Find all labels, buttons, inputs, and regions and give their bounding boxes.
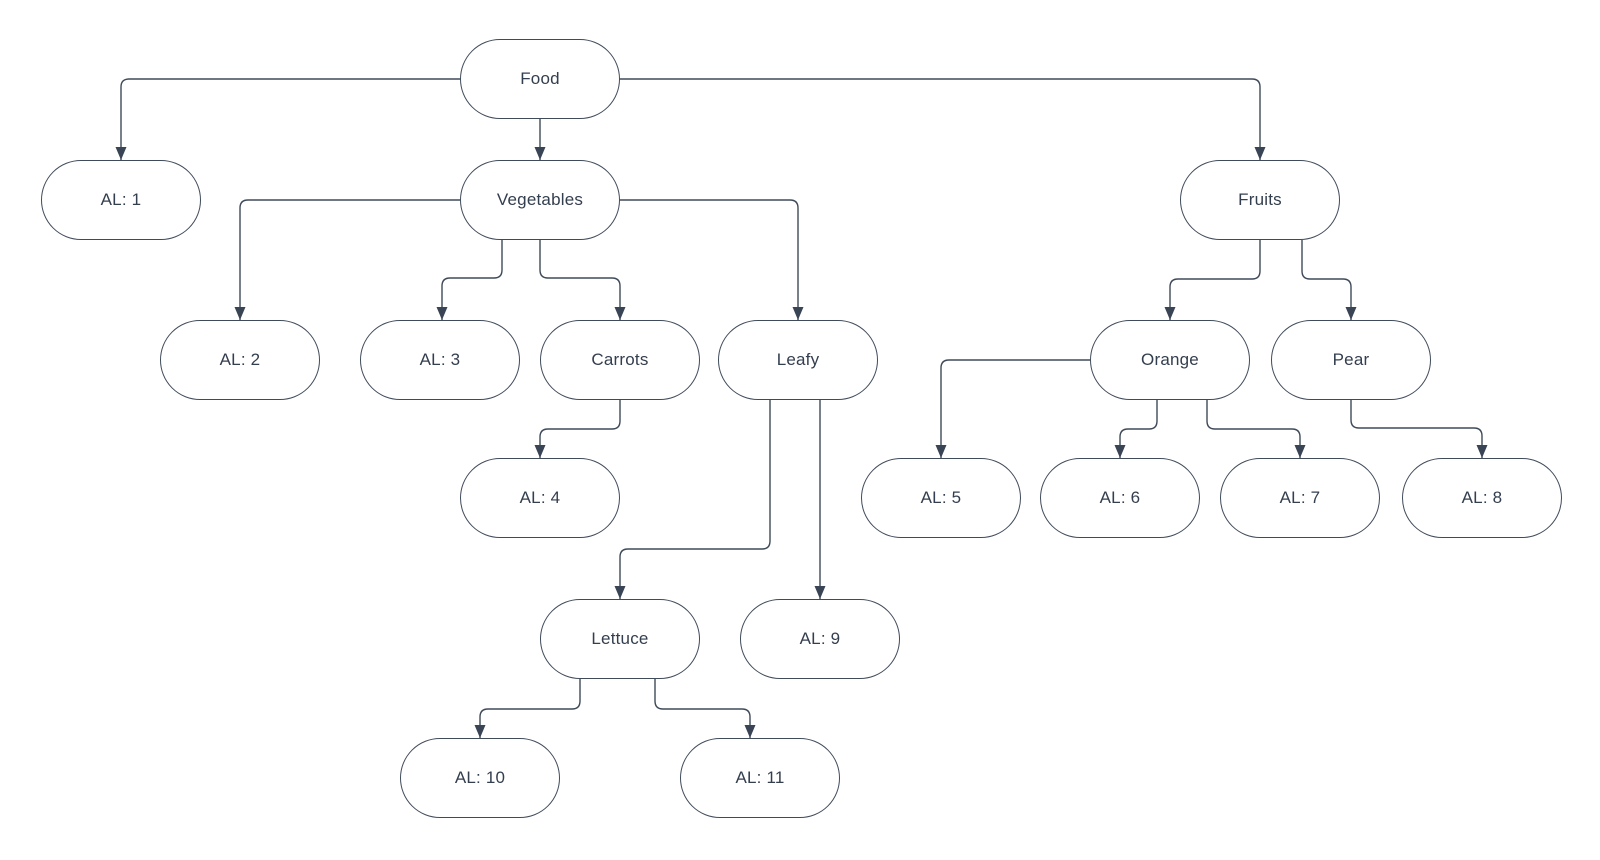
edge-pear-to-al8 (1350, 400, 1488, 458)
edge-vegetables-to-al3 (436, 240, 503, 320)
edge-orange-to-al5 (935, 359, 1090, 458)
edge-vegetables-to-leafy (620, 199, 804, 320)
edge-food-to-al1 (115, 78, 460, 160)
edge-orange-to-al6 (1114, 400, 1158, 458)
edge-lettuce-to-al11 (654, 679, 756, 738)
node-carrots[interactable]: Carrots (540, 320, 700, 400)
node-al2[interactable]: AL: 2 (160, 320, 320, 400)
edge-leafy-to-lettuce (614, 400, 771, 599)
node-al1[interactable]: AL: 1 (41, 160, 201, 240)
node-al11[interactable]: AL: 11 (680, 738, 840, 818)
edge-fruits-to-orange (1164, 240, 1261, 320)
node-pear[interactable]: Pear (1271, 320, 1431, 400)
node-al10[interactable]: AL: 10 (400, 738, 560, 818)
node-vegetables[interactable]: Vegetables (460, 160, 620, 240)
node-fruits[interactable]: Fruits (1180, 160, 1340, 240)
node-lettuce[interactable]: Lettuce (540, 599, 700, 679)
edge-vegetables-to-carrots (539, 240, 626, 320)
node-al6[interactable]: AL: 6 (1040, 458, 1200, 538)
node-al5[interactable]: AL: 5 (861, 458, 1021, 538)
node-leafy[interactable]: Leafy (718, 320, 878, 400)
node-al4[interactable]: AL: 4 (460, 458, 620, 538)
node-al7[interactable]: AL: 7 (1220, 458, 1380, 538)
node-orange[interactable]: Orange (1090, 320, 1250, 400)
edge-food-to-fruits (620, 78, 1266, 160)
node-al8[interactable]: AL: 8 (1402, 458, 1562, 538)
edge-orange-to-al7 (1206, 400, 1306, 458)
edge-fruits-to-pear (1301, 240, 1357, 320)
edge-carrots-to-al4 (534, 400, 621, 458)
node-al3[interactable]: AL: 3 (360, 320, 520, 400)
edge-lettuce-to-al10 (474, 679, 581, 738)
node-food[interactable]: Food (460, 39, 620, 119)
edge-vegetables-to-al2 (234, 199, 460, 320)
node-al9[interactable]: AL: 9 (740, 599, 900, 679)
